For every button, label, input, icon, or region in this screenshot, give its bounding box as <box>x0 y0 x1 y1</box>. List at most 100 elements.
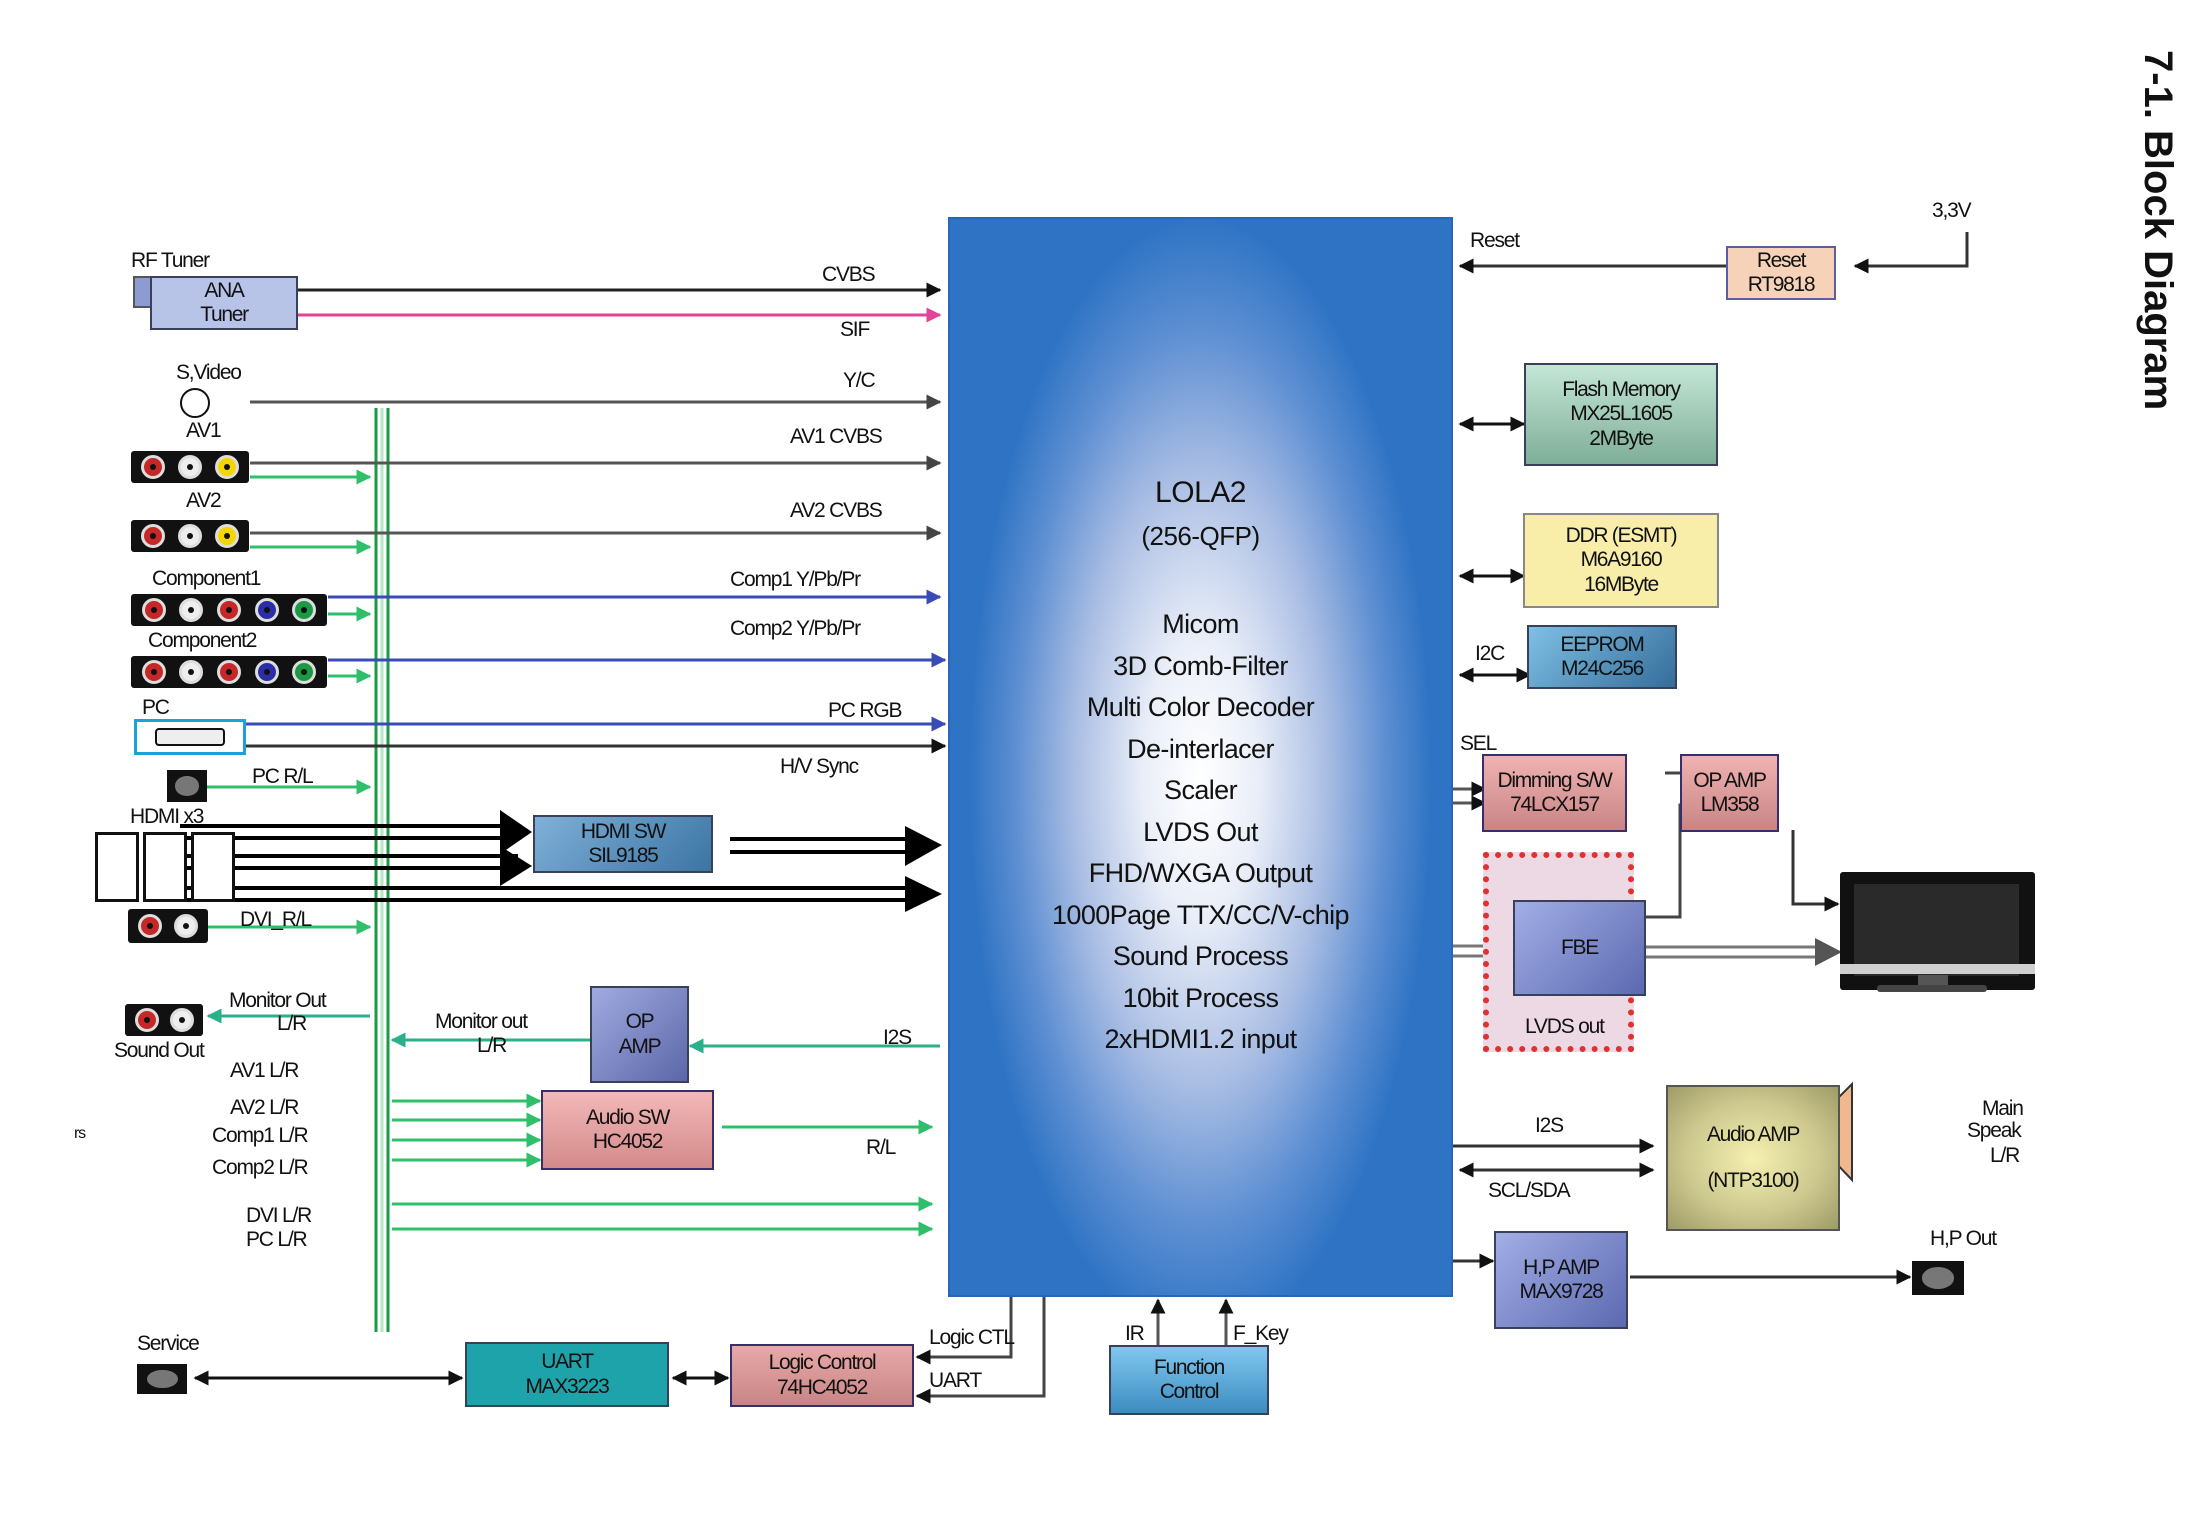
av2-lr-label: AV2 L/R <box>230 1096 299 1119</box>
speaker-label-2: Speak <box>1967 1119 2022 1142</box>
uart-line1: UART <box>541 1350 594 1374</box>
chip-feature: Multi Color Decoder <box>1086 692 1315 722</box>
pc-label: PC <box>142 696 170 719</box>
function-control-block: Function Control <box>1109 1345 1269 1415</box>
eeprom-line2: M24C256 <box>1561 657 1644 680</box>
comp2-signal-label: Comp2 Y/Pb/Pr <box>730 617 861 640</box>
chip-feature: FHD/WXGA Output <box>1088 858 1313 888</box>
component1-label: Component1 <box>152 567 261 590</box>
reset-block: Reset RT9818 <box>1726 246 1836 300</box>
chip-feature: 2xHDMI1.2 input <box>1104 1024 1297 1054</box>
hdmi-sw-line1: HDMI SW <box>580 819 667 843</box>
hdmi-lines <box>180 810 942 912</box>
op-amp-left-line1: OP <box>625 1010 655 1034</box>
hdmi-label: HDMI x3 <box>130 805 204 828</box>
monitor-out-2-lr-label: L/R <box>477 1034 507 1057</box>
chip-name: LOLA2 <box>1155 476 1246 509</box>
tv-icon <box>1840 872 2035 992</box>
audio-amp-line2: (NTP3100) <box>1707 1169 1799 1192</box>
av2-label: AV2 <box>186 489 222 512</box>
audio-sw-inputs <box>392 1093 934 1237</box>
pc-audio-jack-icon <box>167 770 207 802</box>
op-amp-right-block: OP AMP LM358 <box>1680 754 1779 832</box>
eeprom-block: EEPROM M24C256 <box>1527 625 1677 689</box>
ana-tuner-line1: ANA <box>204 278 245 302</box>
pc-lr-audio-label: PC L/R <box>246 1228 308 1251</box>
flash-line2: MX25L1605 <box>1570 402 1673 426</box>
service-label: Service <box>137 1332 200 1355</box>
pc-rgb-label: PC RGB <box>828 699 903 722</box>
hdmi-connectors-icon <box>95 832 235 902</box>
av2-jack-icon <box>131 520 249 552</box>
ana-tuner-line2: Tuner <box>200 303 249 326</box>
lvds-out-label: LVDS out <box>1525 1015 1605 1038</box>
comp1-signal-label: Comp1 Y/Pb/Pr <box>730 568 861 591</box>
monitor-out-2-label: Monitor out <box>435 1010 528 1033</box>
v33-line <box>1853 232 1969 274</box>
service-jack-icon <box>137 1364 187 1394</box>
hp-amp-line1: H,P AMP <box>1523 1255 1600 1279</box>
chip-package: (256-QFP) <box>1141 521 1260 551</box>
chip-feature-list: Micom 3D Comb-Filter Multi Color Decoder… <box>950 604 1451 1061</box>
dvi-rl-label: DVI_R/L <box>240 908 312 931</box>
ddr-line3: 16MByte <box>1584 572 1659 596</box>
uart-line2: MAX3223 <box>525 1374 609 1398</box>
chip-feature: Sound Process <box>1112 941 1289 971</box>
audio-sw-line1: Audio SW <box>586 1105 670 1129</box>
comp2-lr-label: Comp2 L/R <box>212 1156 309 1179</box>
sound-out-jack-icon <box>125 1004 203 1036</box>
rl-label: R/L <box>866 1136 896 1159</box>
op-amp-right-line1: OP AMP <box>1693 768 1767 792</box>
flash-line3: 2MByte <box>1589 426 1654 450</box>
logic-control-line2: 74HC4052 <box>776 1375 868 1399</box>
chip-feature: Scaler <box>1164 775 1238 805</box>
chip-feature: De-interlacer <box>1127 733 1274 764</box>
svideo-connector-icon <box>180 388 210 418</box>
reset-line2: RT9818 <box>1747 273 1816 296</box>
function-control-line2: Control <box>1159 1380 1220 1403</box>
page-title: 7-1. Block Diagram <box>2136 50 2180 411</box>
comp1-lr-label: Comp1 L/R <box>212 1124 309 1147</box>
pc-rl-label: PC R/L <box>252 765 314 788</box>
logic-ctl-line <box>915 1297 1013 1365</box>
hp-out-label: H,P Out <box>1930 1227 1997 1250</box>
scl-sda-label: SCL/SDA <box>1488 1179 1571 1202</box>
audio-amp-block: Audio AMP (NTP3100) <box>1666 1085 1840 1231</box>
truncated-left-label: rs <box>74 1125 86 1142</box>
logic-control-line1: Logic Control <box>768 1351 877 1375</box>
uart-signal-label: UART <box>929 1369 982 1392</box>
logic-ctl-label: Logic CTL <box>929 1326 1015 1349</box>
dvi-lr-audio-label: DVI L/R <box>246 1204 312 1227</box>
reset-signal-label: Reset <box>1470 229 1520 252</box>
av2-cvbs-label: AV2 CVBS <box>790 499 883 522</box>
fkey-label: F_Key <box>1233 1322 1289 1345</box>
monitor-out-label: Monitor Out <box>229 989 327 1012</box>
hdmi-sw-line2: SIL9185 <box>588 844 658 867</box>
v33-label: 3,3V <box>1932 199 1972 222</box>
pc-vga-connector-icon <box>134 719 246 755</box>
i2s-right-label: I2S <box>1535 1114 1564 1137</box>
fbe-block: FBE <box>1513 900 1646 996</box>
chip-feature: 1000Page TTX/CC/V-chip <box>1052 899 1350 930</box>
flash-memory-block: Flash Memory MX25L1605 2MByte <box>1524 363 1718 466</box>
ir-label: IR <box>1125 1322 1145 1345</box>
rf-tuner-label: RF Tuner <box>131 249 210 272</box>
op-amp-left-block: OP AMP <box>590 986 689 1083</box>
audio-amp-line1: Audio AMP <box>1706 1122 1801 1146</box>
hp-amp-line2: MAX9728 <box>1519 1280 1603 1303</box>
i2c-label: I2C <box>1475 642 1505 665</box>
logic-control-block: Logic Control 74HC4052 <box>730 1344 914 1407</box>
dimming-sw-block: Dimming S/W 74LCX157 <box>1482 754 1627 832</box>
cvbs-label: CVBS <box>822 263 876 286</box>
speaker-label-1: Main <box>1982 1097 2024 1120</box>
chip-feature: Micom <box>1162 609 1239 639</box>
hp-out-jack-icon <box>1912 1261 1964 1295</box>
uart-block: UART MAX3223 <box>465 1342 669 1407</box>
speaker-label-3: L/R <box>1990 1144 2020 1167</box>
component1-jack-icon <box>131 594 327 626</box>
opamp-tv-line <box>1791 830 1840 912</box>
hdmi-sw-block: HDMI SW SIL9185 <box>533 815 713 873</box>
ddr-line2: M6A9160 <box>1580 548 1663 572</box>
component2-jack-icon <box>131 656 327 688</box>
